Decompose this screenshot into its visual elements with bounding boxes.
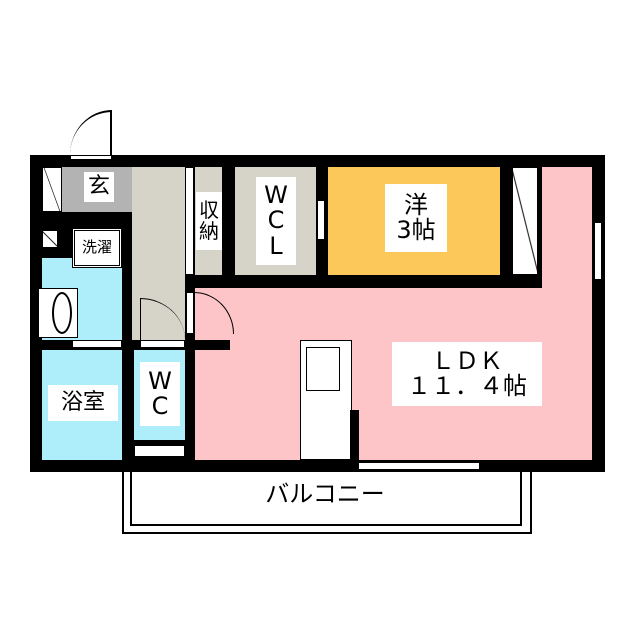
wall (185, 280, 195, 460)
storage-label: 収 納 (196, 192, 222, 250)
wall (30, 340, 230, 350)
wc-window (134, 445, 185, 457)
wcl-door[interactable] (317, 200, 325, 240)
vent-box (42, 230, 58, 248)
front-door-threshold[interactable] (70, 155, 112, 160)
wall (500, 155, 512, 280)
kitchen-wall (350, 410, 359, 460)
washbasin-bowl (52, 292, 72, 334)
western-label: 洋 3帖 (385, 184, 447, 252)
western-closet (512, 167, 538, 275)
front-door[interactable] (70, 110, 112, 155)
ldk-window-right[interactable] (594, 222, 602, 280)
ldk-door[interactable] (186, 292, 194, 334)
ldk-window-bottom[interactable] (358, 462, 480, 470)
wcl-label: W C L (256, 177, 296, 265)
laundry-label: 洗濯 (77, 233, 117, 263)
wall (132, 440, 185, 445)
wall (30, 212, 132, 222)
entrance-label: 玄 (84, 172, 114, 202)
balcony-inner-line (130, 466, 522, 526)
wc-label: W C (140, 362, 180, 426)
balcony (122, 466, 532, 534)
ldk-floor-upper (542, 167, 592, 292)
balcony-label: バルコニー (265, 480, 385, 509)
ldk-label: ＬＤＫ １１．４帖 (392, 342, 542, 406)
wall (222, 155, 235, 280)
sink (306, 347, 340, 391)
wall (185, 275, 542, 288)
shoe-cabinet (42, 167, 62, 212)
storage-door[interactable] (185, 167, 194, 275)
bath-door[interactable] (72, 340, 122, 348)
wall (122, 212, 132, 460)
wc-door[interactable] (140, 340, 185, 348)
wall (538, 155, 542, 280)
bath-label: 浴室 (48, 385, 118, 421)
